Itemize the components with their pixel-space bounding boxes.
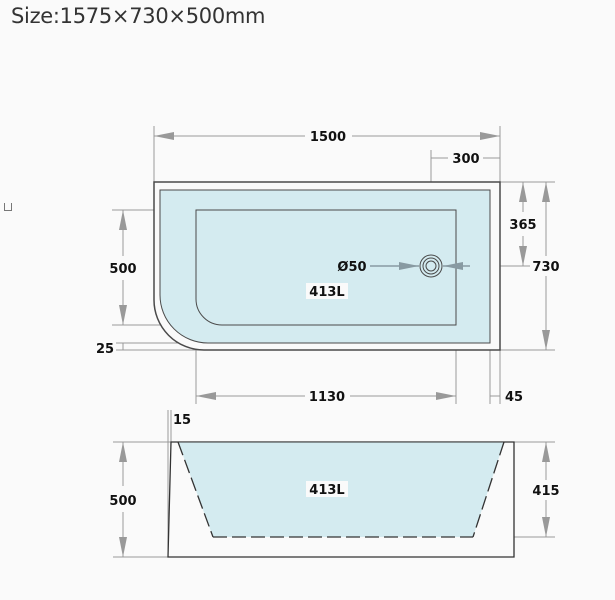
dim-drain-offset: 300 [452,152,479,167]
dim-right-rim: 45 [505,390,523,405]
capacity-label-side: 413L [309,483,344,498]
dim-overall-width: 730 [532,260,559,275]
dim-drain-to-top: 365 [509,218,536,233]
capacity-label-top: 413L [309,285,344,300]
dim-bottom-rim: 25 [96,342,114,357]
dim-top-lip: 15 [173,413,191,428]
top-view: 1500 300 365 730 500 25 1130 45 Ø50 413L [96,126,560,405]
dim-overall-length: 1500 [310,130,346,145]
dim-inner-length: 1130 [309,390,345,405]
page-title: Size:1575×730×500mm [11,4,266,28]
stray-mark [4,203,12,211]
dim-inner-depth: 500 [109,262,136,277]
side-view: 15 500 415 413L [109,410,560,558]
dim-water-depth: 415 [532,484,559,499]
dim-overall-height: 500 [109,494,136,509]
drain-icon [419,254,443,278]
drain-diameter-label: Ø50 [337,260,366,275]
